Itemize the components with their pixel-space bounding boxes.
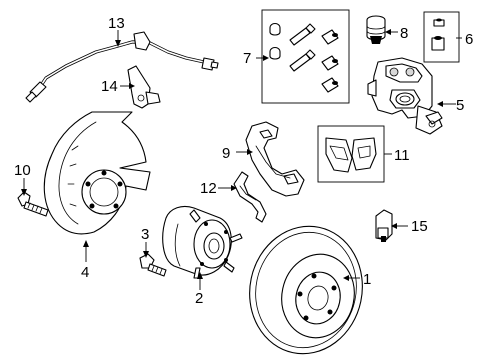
guide-pin-kit-part [261,9,350,104]
callout-5: 5 [456,97,464,114]
pad-bracket-part [245,121,305,197]
callout-15: 15 [411,218,428,235]
brake-rotor-part [249,225,363,355]
callout-4: 4 [81,264,89,281]
bleeder-kit-part [423,11,460,63]
hose-bracket-part [127,65,161,109]
callout-6: 6 [465,31,473,48]
callout-14: 14 [101,78,118,95]
wheel-hub-part [162,205,243,279]
caliper-bolt-part [366,15,386,44]
splash-shield-part [43,111,151,235]
callout-13: 13 [108,15,125,32]
callout-8: 8 [400,25,408,42]
callout-2: 2 [195,290,203,307]
brake-hose-part [25,31,219,103]
splash-shield-bolt-part [17,191,49,217]
callout-3: 3 [141,226,149,243]
leader-lines [21,29,462,290]
abs-sensor-part [375,209,393,242]
hub-bolt-part [139,253,167,277]
brake-pads-part [317,125,385,183]
caliper-part [367,57,443,135]
callout-11: 11 [394,147,410,164]
callout-10: 10 [14,162,31,179]
callout-7: 7 [243,50,251,67]
anti-rattle-clip-part [233,171,267,223]
callout-12: 12 [200,180,217,197]
callout-9: 9 [222,145,230,162]
callout-1: 1 [363,271,371,288]
